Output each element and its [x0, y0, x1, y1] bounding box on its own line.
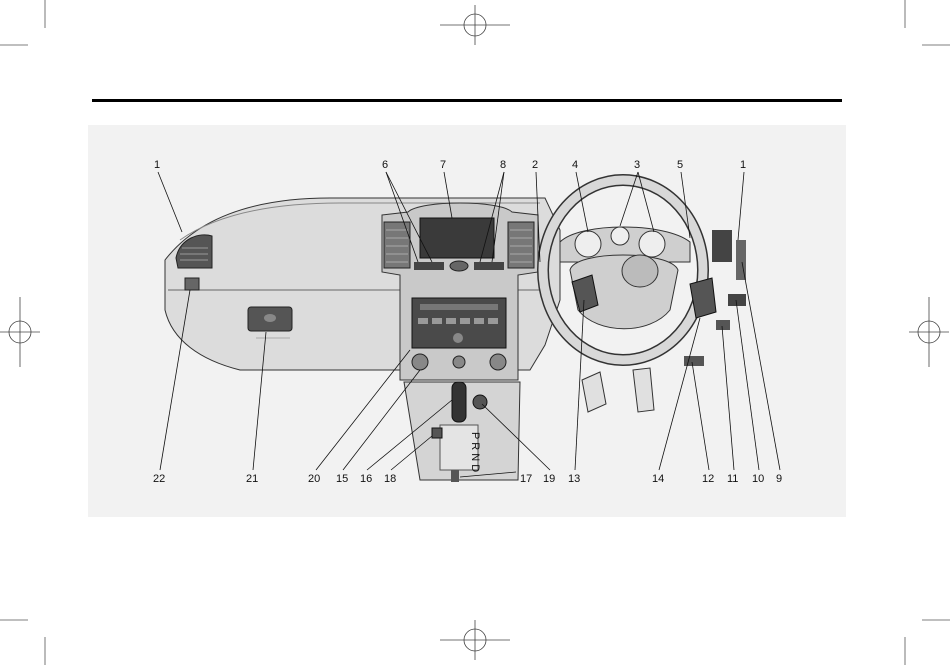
callout-12: 12: [702, 473, 714, 485]
steering-wheel: [543, 180, 716, 360]
callout-17: 17: [520, 473, 532, 485]
callout-18: 18: [384, 473, 396, 485]
shifter-gate-label: P R N D: [469, 432, 481, 472]
callout-14: 14: [652, 473, 664, 485]
hazard-switch-row: [414, 261, 504, 271]
console-switch: [432, 428, 442, 438]
callout-3: 3: [634, 159, 640, 171]
audio-unit: [412, 298, 506, 348]
callout-16: 16: [360, 473, 372, 485]
climate-knobs: [412, 354, 506, 370]
callout-6: 6: [382, 159, 388, 171]
callout-5: 5: [677, 159, 683, 171]
callout-21: 21: [246, 473, 258, 485]
callout-11: 11: [727, 473, 738, 485]
callout-1-right: 1: [740, 159, 746, 171]
callout-2: 2: [532, 159, 538, 171]
callout-9: 9: [776, 473, 782, 485]
callout-1-left: 1: [154, 159, 160, 171]
callout-13: 13: [568, 473, 580, 485]
left-air-vent: [176, 235, 212, 268]
callout-15: 15: [336, 473, 348, 485]
callout-8: 8: [500, 159, 506, 171]
callout-10: 10: [752, 473, 764, 485]
callout-19: 19: [543, 473, 555, 485]
callout-7: 7: [440, 159, 446, 171]
callout-4: 4: [572, 159, 578, 171]
center-vent-right: [508, 222, 534, 268]
parking-brake-switch: [451, 470, 459, 482]
pedals: [582, 368, 654, 412]
callout-22: 22: [153, 473, 165, 485]
callout-20: 20: [308, 473, 320, 485]
left-side-switch: [185, 278, 199, 290]
